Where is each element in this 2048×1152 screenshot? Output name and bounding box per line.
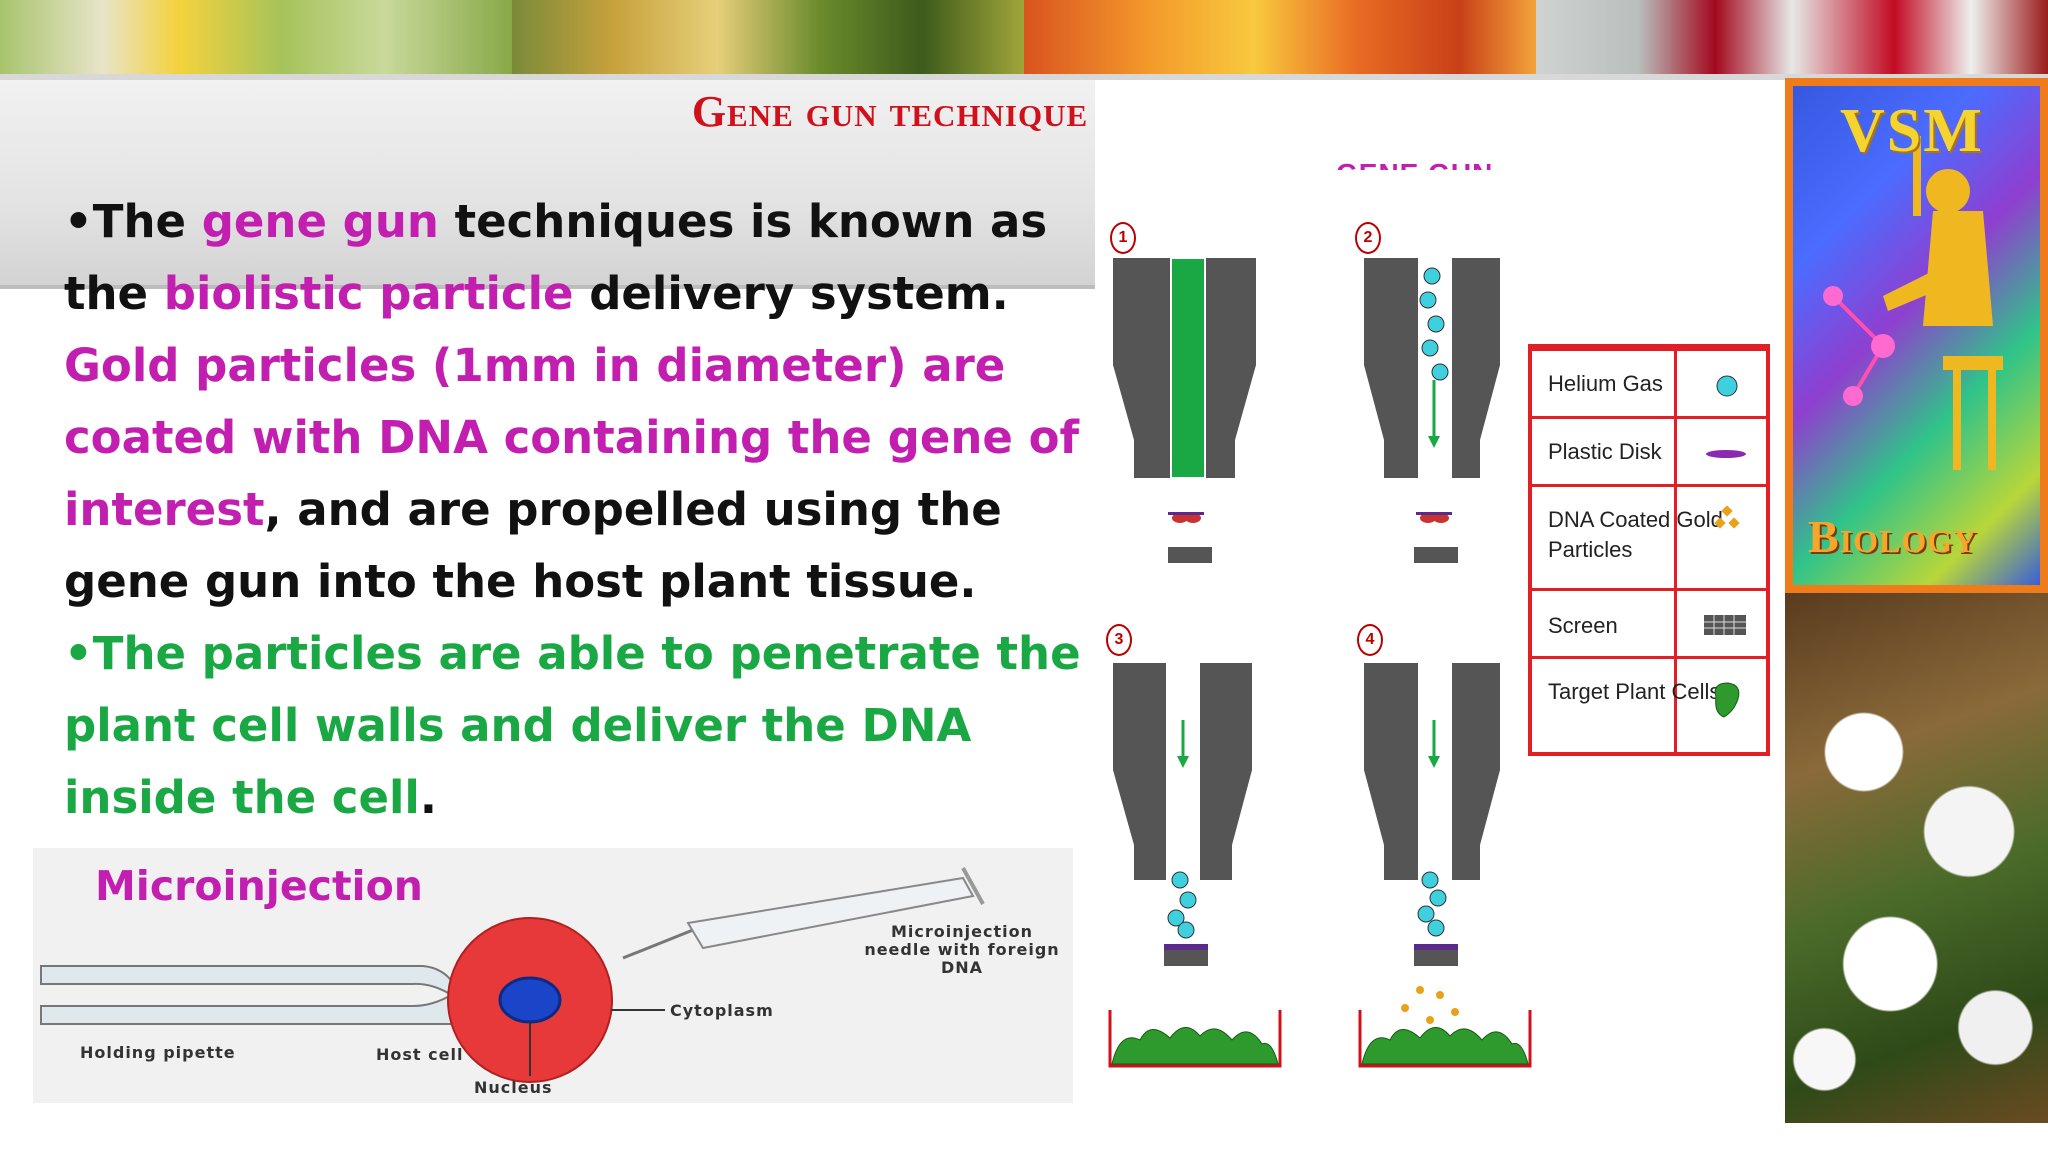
slide-title: Gene gun technique — [691, 87, 1089, 136]
highlight-gold-particles: Gold particles (1mm in diameter) are coa… — [64, 339, 1080, 536]
screen-icon — [1414, 547, 1458, 563]
highlight-gene-gun: gene gun — [201, 195, 439, 248]
legend-row: Target Plant Cells — [1532, 656, 1766, 752]
header-band — [0, 80, 1095, 285]
legend-label: DNA Coated Gold Particles — [1548, 507, 1723, 562]
biology-text: Biology — [1808, 511, 1978, 562]
body-text: •The gene gun techniques is known as the… — [64, 186, 1084, 834]
highlight-biolistic-particle: biolistic particle — [163, 267, 574, 320]
banner-autumn-leaves-image — [1024, 0, 1536, 74]
highlight-penetrate: •The particles are able to penetrate the… — [64, 627, 1081, 824]
dna-gold-particles-icon — [1714, 505, 1740, 529]
microinjection-illustration — [40, 867, 985, 1083]
banner-divider — [0, 74, 2048, 80]
legend-label: Helium Gas — [1548, 371, 1663, 396]
host-cell-label: Host cell — [376, 1045, 464, 1064]
gun-step-2 — [1364, 258, 1500, 563]
text-run: . — [419, 771, 437, 824]
step-number-1: 1 — [1110, 222, 1136, 254]
gun-step-1 — [1113, 257, 1256, 563]
paragraph-1: •The gene gun techniques is known as the… — [64, 186, 1084, 618]
cotton-plant-image — [1785, 593, 2048, 1123]
holding-pipette-label: Holding pipette — [80, 1043, 236, 1062]
nucleus-label: Nucleus — [474, 1078, 553, 1097]
banner-leaves-image — [512, 0, 1024, 74]
step-number-3: 3 — [1106, 624, 1132, 656]
legend-table: Helium Gas Plastic Disk DNA Coated Gold … — [1528, 344, 1770, 756]
bullet: • — [64, 195, 93, 248]
legend-divider — [1674, 348, 1677, 752]
gun-step-4 — [1358, 663, 1532, 1068]
text-run: The — [92, 195, 202, 248]
vsm-text: VSM — [1840, 97, 1984, 165]
paragraph-2: •The particles are able to penetrate the… — [64, 618, 1084, 834]
cytoplasm-label: Cytoplasm — [670, 1001, 774, 1020]
screen-icon — [1168, 547, 1212, 563]
text-run: , and are propelled using the gene gun i… — [64, 483, 1002, 608]
microinjection-title: Microinjection — [95, 862, 423, 910]
gold-particles-icon — [1416, 512, 1452, 523]
plastic-disk-icon — [1706, 450, 1746, 458]
step-number-4: 4 — [1357, 624, 1383, 656]
banner-flowers-image — [0, 0, 512, 74]
banner-berries-image — [1536, 0, 2048, 74]
student-figure-icon — [1823, 136, 2003, 470]
top-banner — [0, 0, 2048, 74]
header-band-divider — [0, 285, 1095, 289]
text-run: techniques is known as the — [64, 195, 1048, 320]
legend-row: DNA Coated Gold Particles — [1532, 484, 1766, 588]
needle-label: Microinjection needle with foreign DNA — [864, 922, 1060, 977]
legend-label: Screen — [1548, 613, 1618, 638]
legend-row: Helium Gas — [1532, 348, 1766, 416]
screen-icon — [1414, 950, 1458, 966]
legend-row: Screen — [1532, 588, 1766, 656]
target-cells-icon — [1714, 682, 1740, 718]
legend-label: Plastic Disk — [1548, 439, 1662, 464]
step-number-2: 2 — [1355, 222, 1381, 254]
helium-gas-icon — [1716, 375, 1738, 397]
legend-label: Target Plant Cells — [1548, 679, 1721, 704]
screen-icon — [1164, 950, 1208, 966]
legend-row: Plastic Disk — [1532, 416, 1766, 484]
text-run: delivery system. — [573, 267, 1009, 320]
gold-particles-icon — [1168, 512, 1204, 523]
gun-step-3 — [1108, 663, 1282, 1068]
screen-icon — [1704, 615, 1746, 635]
